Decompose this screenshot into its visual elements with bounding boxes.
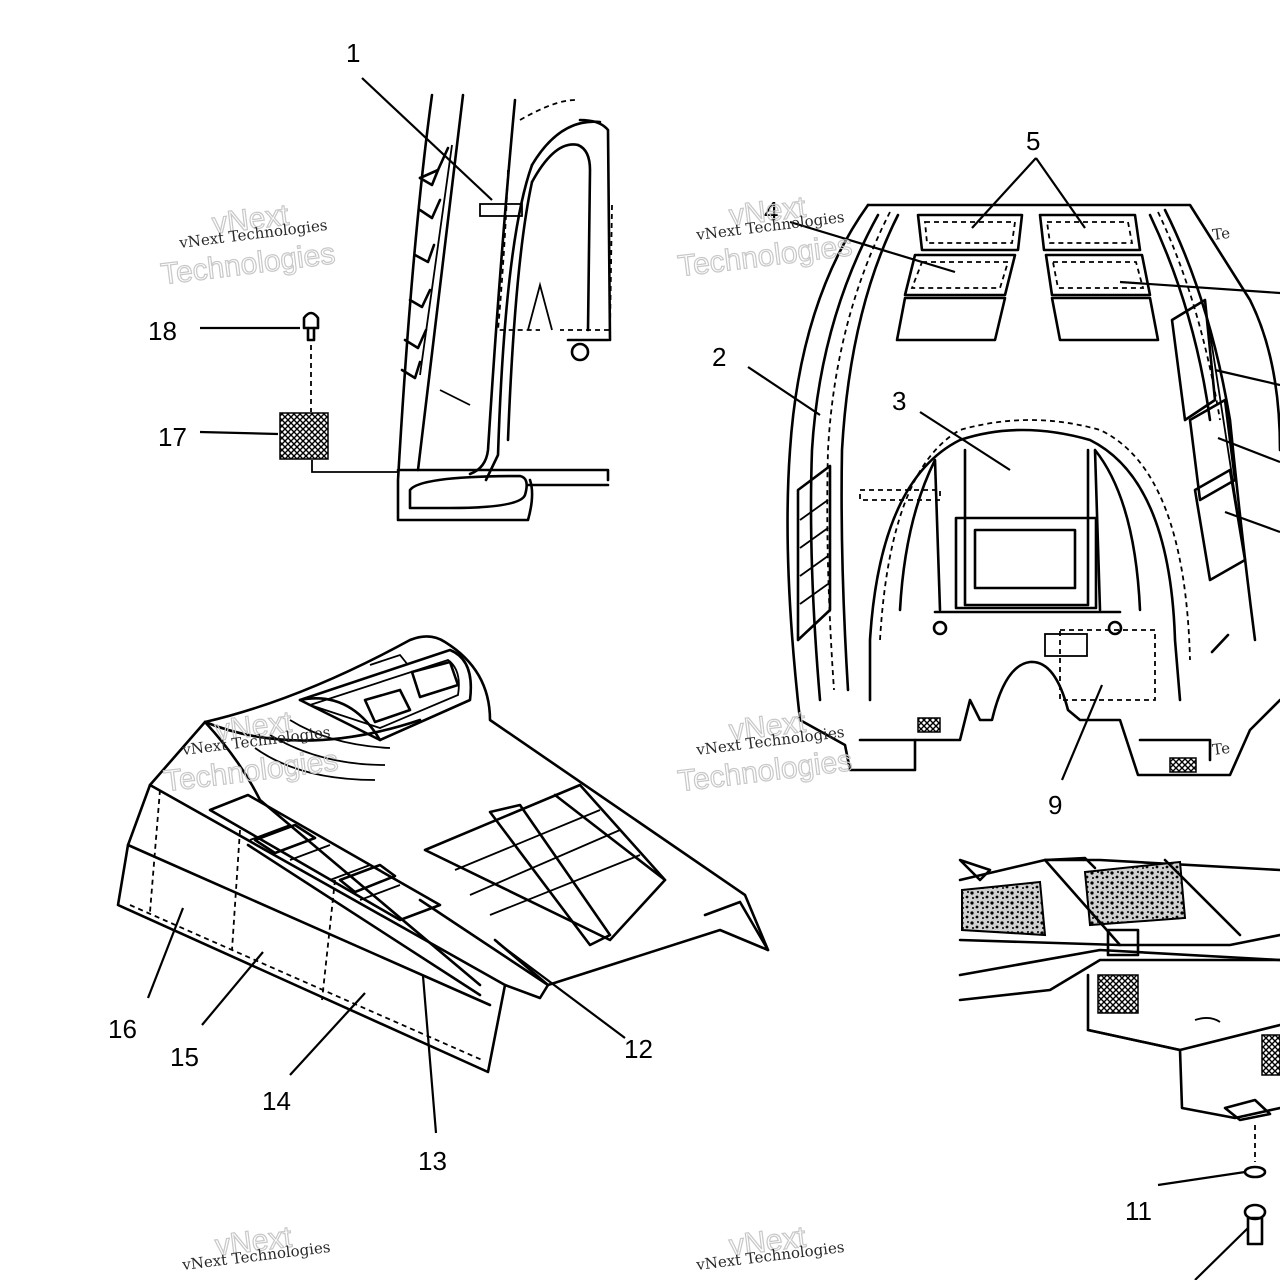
callout-4: 4 [764,196,778,226]
callout-9: 9 [1048,790,1062,820]
callout-17: 17 [158,422,187,452]
callout-5: 5 [1026,126,1040,156]
callout-labels: 1 2 3 4 5 9 11 12 13 14 15 16 17 18 [108,38,1152,1226]
watermark-partial: Te [1211,739,1231,759]
hood-underside-view [958,856,1280,1246]
callout-16: 16 [108,1014,137,1044]
watermarks: vNext vNext Technologies Technologies vN… [159,190,1232,1274]
callout-2: 2 [712,342,726,372]
leader-lines [146,77,1280,1280]
callout-3: 3 [892,386,906,416]
callout-11: 11 [1125,1196,1152,1226]
callout-13: 13 [418,1146,447,1176]
hood-top-view [786,203,1280,777]
callout-18: 18 [148,316,177,346]
callout-12: 12 [624,1034,653,1064]
hood-iso-view [116,635,770,1074]
watermark-partial: Te [1211,224,1231,244]
callout-15: 15 [170,1042,199,1072]
callout-14: 14 [262,1086,291,1116]
callout-1: 1 [346,38,360,68]
side-panel-view [279,93,613,522]
